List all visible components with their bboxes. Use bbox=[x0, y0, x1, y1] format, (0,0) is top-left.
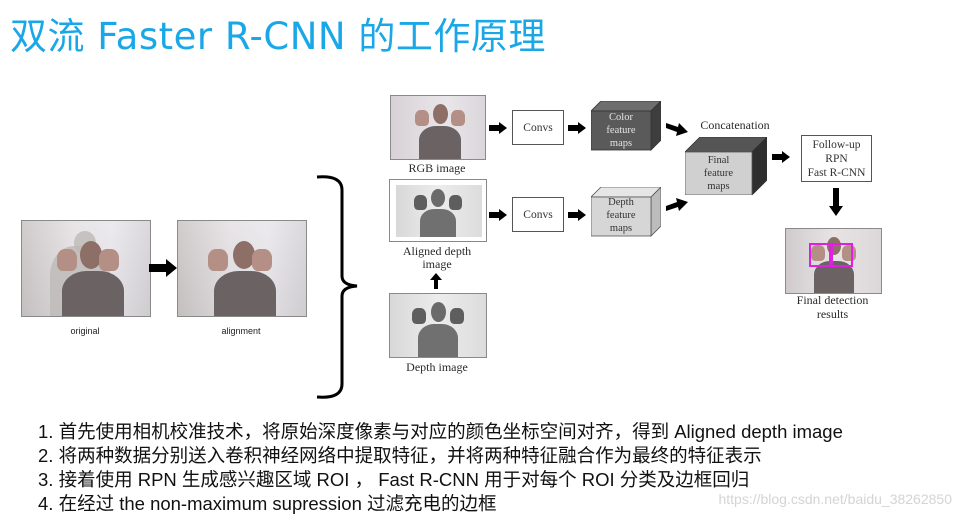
right-arrow-icon bbox=[489, 121, 507, 139]
detection-box-right bbox=[831, 243, 853, 267]
depth-feature-maps-cube: Depth feature maps bbox=[591, 187, 661, 237]
followup-line1: Follow-up bbox=[812, 138, 861, 151]
final-feature-line1: Final bbox=[707, 155, 730, 166]
right-arrow-icon bbox=[568, 121, 586, 139]
rgb-image-label: RGB image bbox=[408, 161, 466, 175]
right-arrow-icon bbox=[772, 150, 790, 168]
final-detection-line1: Final detection bbox=[796, 293, 869, 307]
alignment-photo bbox=[177, 220, 307, 317]
alignment-caption: alignment bbox=[221, 326, 261, 336]
final-detection-line2: results bbox=[816, 307, 849, 321]
depth-image bbox=[389, 293, 487, 358]
final-feature-line3: maps bbox=[707, 181, 730, 192]
original-caption: original bbox=[70, 326, 100, 336]
aligned-depth-label-line2: image bbox=[422, 257, 452, 271]
detection-box-left bbox=[809, 243, 831, 267]
final-feature-line2: feature bbox=[703, 168, 734, 179]
followup-line2: RPN bbox=[825, 152, 848, 165]
final-detection-image bbox=[785, 228, 882, 294]
color-feature-line1: Color bbox=[609, 112, 633, 123]
depth-feature-line2: feature bbox=[606, 210, 636, 221]
final-feature-maps-cube: Final feature maps bbox=[685, 137, 767, 195]
color-feature-maps-cube: Color feature maps bbox=[591, 101, 661, 151]
final-detection-label: Final detection results bbox=[775, 293, 890, 321]
followup-line3: Fast R-CNN bbox=[807, 166, 866, 179]
right-arrow-icon bbox=[149, 259, 177, 282]
step-4: 4. 在经过 the non-maximum supression 过滤充电的边… bbox=[38, 493, 497, 514]
right-curly-brace-icon bbox=[312, 172, 362, 407]
depth-image-label: Depth image bbox=[406, 360, 468, 374]
color-feature-line2: feature bbox=[606, 125, 636, 136]
aligned-depth-label-line1: Aligned depth bbox=[402, 244, 472, 258]
right-arrow-icon bbox=[568, 208, 586, 226]
up-right-arrow-icon bbox=[666, 197, 688, 218]
steps-list: 1. 首先使用相机校准技术，将原始深度像素与对应的颜色坐标空间对齐，得到 Ali… bbox=[38, 420, 843, 516]
color-feature-line3: maps bbox=[609, 138, 633, 149]
convs-box-bottom: Convs bbox=[512, 197, 564, 232]
original-photo bbox=[21, 220, 151, 317]
step-1: 1. 首先使用相机校准技术，将原始深度像素与对应的颜色坐标空间对齐，得到 Ali… bbox=[38, 421, 843, 442]
followup-rpn-fast-rcnn-box: Follow-up RPN Fast R-CNN bbox=[801, 135, 872, 182]
depth-feature-line3: maps bbox=[609, 223, 633, 234]
step-3: 3. 接着使用 RPN 生成感兴趣区域 ROI ， Fast R-CNN 用于对… bbox=[38, 469, 750, 490]
step-2: 2. 将两种数据分别送入卷积神经网络中提取特征，并将两种特征融合作为最终的特征表… bbox=[38, 445, 762, 466]
aligned-depth-image bbox=[396, 185, 482, 237]
right-arrow-icon bbox=[489, 208, 507, 226]
rgb-image bbox=[390, 95, 486, 160]
aligned-depth-label: Aligned depth image bbox=[382, 245, 492, 271]
watermark: https://blog.csdn.net/baidu_38262850 bbox=[718, 491, 952, 507]
convs-box-top: Convs bbox=[512, 110, 564, 145]
down-right-arrow-icon bbox=[666, 121, 688, 142]
up-arrow-icon bbox=[430, 273, 442, 294]
slide-title: 双流 Faster R-CNN 的工作原理 bbox=[10, 15, 546, 58]
concatenation-label: Concatenation bbox=[700, 118, 770, 132]
down-arrow-icon bbox=[829, 188, 843, 221]
depth-feature-line1: Depth bbox=[608, 197, 634, 208]
